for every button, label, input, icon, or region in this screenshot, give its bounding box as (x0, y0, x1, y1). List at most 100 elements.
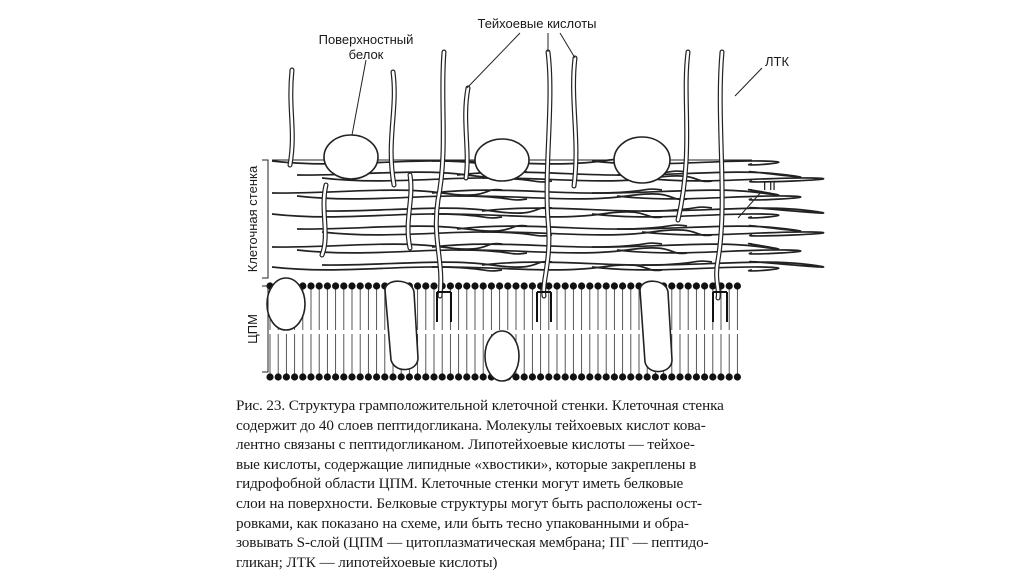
lipid-head (725, 282, 733, 290)
lipid-head (627, 373, 635, 381)
lipid-head (446, 282, 454, 290)
peptidoglycan-fiber (296, 224, 528, 232)
surface-protein-3 (613, 136, 671, 184)
teichoic-acid-strands (287, 49, 728, 322)
peptidoglycan-fiber (271, 188, 503, 196)
lipid-head (733, 282, 742, 290)
lipid-head (315, 282, 323, 290)
lipid-head (389, 373, 397, 381)
lipid-head (520, 373, 528, 381)
teichoic-acid-strand-core (434, 50, 446, 298)
lipid-head (676, 282, 684, 290)
lipid-head (537, 373, 545, 381)
lipid-head (733, 373, 742, 381)
lipid-head (430, 373, 438, 381)
lipid-head (709, 373, 717, 381)
peptidoglycan-layer (271, 158, 825, 272)
lipid-head (512, 282, 520, 290)
lipid-head (561, 282, 569, 290)
peptidoglycan-fiber (641, 231, 825, 237)
teichoic-acid-strand-core (542, 50, 552, 298)
caption-line: зовывать S-слой (ЦПМ — цитоплазматическа… (236, 534, 709, 552)
lipid-head (651, 373, 660, 381)
lipid-head (364, 373, 372, 381)
peptidoglycan-fiber (481, 260, 713, 266)
peptidoglycan-fiber (616, 224, 802, 232)
lipid-head (692, 282, 701, 290)
lipid-head (602, 282, 610, 290)
lipoteichoic-anchor (712, 291, 728, 322)
surface-protein-1 (323, 134, 379, 180)
lipid-head (348, 373, 356, 381)
lipid-head (594, 373, 602, 381)
lipid-head (512, 373, 520, 381)
caption-line: вые кислоты, содержащие липидные «хвости… (236, 455, 697, 473)
ltk-label: ЛТК (765, 54, 789, 69)
peptidoglycan-fiber (296, 249, 528, 255)
peptidoglycan-fiber (431, 242, 663, 248)
lipid-head (528, 282, 537, 290)
teichoic-acids-label: Тейхоевые кислоты (477, 16, 596, 31)
lipid-head (332, 282, 340, 290)
teichoic-acid-strand-core (715, 50, 724, 300)
teichoic-acid-strand-core (464, 86, 470, 180)
lipid-head (553, 282, 561, 290)
teichoic-acid-strand-core (288, 68, 294, 167)
lipid-head (594, 282, 602, 290)
lipid-head (463, 282, 471, 290)
caption-line: ровками, как показано на схеме, или быть… (236, 514, 689, 532)
membrane-protein-1 (266, 277, 306, 331)
surface-protein-label-2: белок (349, 47, 384, 62)
lipid-head (602, 373, 610, 381)
lipid-head (479, 282, 487, 290)
lipid-head (422, 282, 430, 290)
lipid-head (553, 373, 561, 381)
membrane-protein-2 (384, 280, 419, 371)
lipid-head (709, 282, 717, 290)
pg-label: ПГ (763, 178, 779, 193)
peptidoglycan-fiber (321, 206, 553, 214)
lipid-head (701, 282, 709, 290)
region-brackets (262, 159, 269, 373)
peptidoglycan-fiber (591, 242, 780, 250)
cpm-label: ЦПМ (245, 314, 260, 344)
peptidoglycan-fiber (431, 188, 663, 194)
lipid-head (291, 373, 299, 381)
peptidoglycan-fiber (271, 213, 503, 219)
lipid-head (471, 282, 479, 290)
lipid-head (438, 373, 446, 381)
peptidoglycan-fiber (481, 229, 713, 237)
caption-line: гидрофобной области ЦПМ. Клеточные стенк… (236, 475, 684, 493)
lipid-head (520, 282, 528, 290)
lipid-head (701, 373, 709, 381)
figure-caption: Рис. 23. Структура грамположительной кле… (236, 396, 788, 572)
teichoic-acid-strand-core (320, 183, 328, 257)
lipid-head (430, 282, 438, 290)
peptidoglycan-fiber (641, 260, 825, 268)
label-leaders (351, 32, 763, 219)
lipid-head (725, 373, 733, 381)
lipid-head (545, 373, 553, 381)
peptidoglycan-fiber (431, 211, 663, 219)
peptidoglycan-fiber (481, 206, 713, 212)
lipid-head (323, 282, 331, 290)
peptidoglycan-fiber (431, 264, 663, 272)
peptidoglycan-fiber (641, 206, 825, 214)
peptidoglycan-fiber (616, 195, 802, 201)
lipid-head (340, 282, 348, 290)
peptidoglycan-fiber (321, 260, 553, 268)
lipid-head (356, 373, 364, 381)
lipid-head (586, 373, 594, 381)
lipid-head (315, 373, 323, 381)
peptidoglycan-fiber (271, 266, 503, 272)
lipid-head (635, 373, 643, 381)
lipid-head (282, 373, 290, 381)
lipid-head (545, 282, 553, 290)
surface-protein-label: Поверхностный (319, 32, 414, 47)
lipid-head (619, 373, 627, 381)
lipid-head (660, 373, 668, 381)
peptidoglycan-fiber (456, 247, 688, 255)
peptidoglycan-fiber (321, 177, 553, 183)
peptidoglycan-fiber (616, 249, 802, 255)
membrane-proteins (266, 277, 673, 382)
